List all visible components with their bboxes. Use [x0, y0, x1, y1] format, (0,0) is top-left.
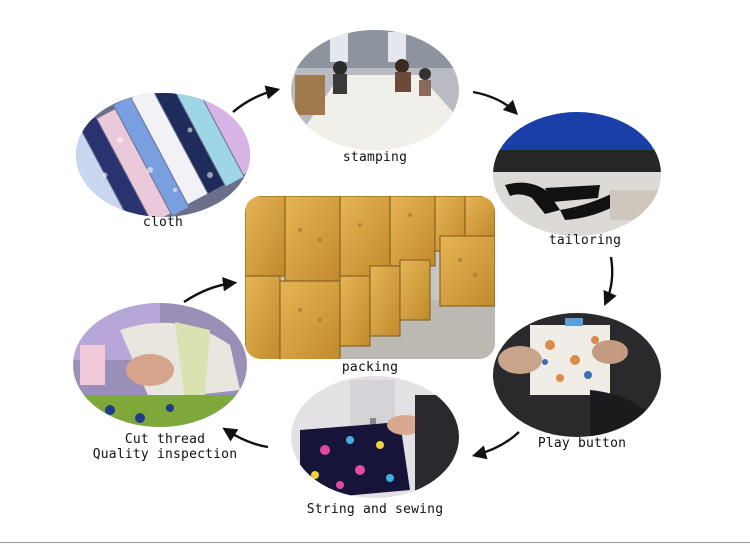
arrow-cloth-to-stamping [232, 85, 281, 113]
label-tailoring: tailoring [548, 233, 622, 248]
tailoring-cutting-photo [493, 112, 661, 236]
label-play-button: Play button [537, 436, 627, 451]
arrow-tailoring-to-play-button [603, 256, 617, 306]
sewing-machine-photo [291, 376, 459, 498]
bottom-divider [0, 542, 750, 543]
arrow-sewing-to-cut-thread [222, 427, 269, 449]
stamping-workshop-photo [291, 30, 459, 150]
label-cut-thread: Cut thread [124, 432, 206, 447]
label-stamping: stamping [342, 150, 408, 165]
flow-arrows [183, 85, 617, 460]
arrow-play-button-to-sewing [471, 431, 520, 460]
arrow-stamping-to-tailoring [472, 90, 519, 116]
arrow-cut-thread-to-packing [183, 277, 238, 303]
cloth-rolls-photo [76, 93, 250, 217]
label-packing: packing [341, 360, 399, 375]
label-quality-inspection: Quality inspection [92, 447, 238, 462]
label-cloth: cloth [142, 215, 184, 230]
inspection-photo [73, 303, 247, 427]
button-pressing-photo [493, 313, 661, 437]
label-string-and-sewing: String and sewing [306, 502, 444, 517]
packed-cartons-photo [245, 196, 495, 359]
